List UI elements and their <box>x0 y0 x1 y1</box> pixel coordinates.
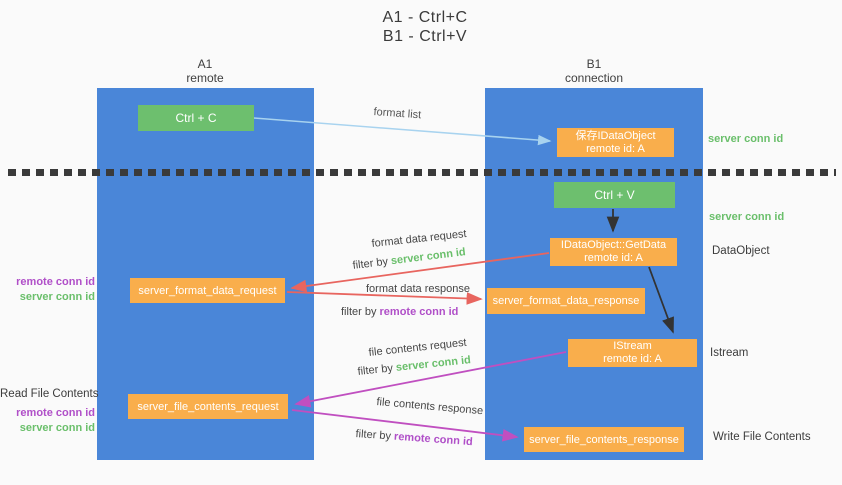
remote-conn-id-text: remote conn id <box>379 306 459 318</box>
save-idataobject-line1: 保存IDataObject <box>575 129 656 142</box>
istream-line2: remote id: A <box>603 353 662 365</box>
server-file-contents-request-box: server_file_contents_request <box>128 394 288 419</box>
format-data-request-filter-label: filter by server conn id <box>352 246 466 272</box>
remote-conn-id-annotation-top-left: remote conn id <box>16 276 95 288</box>
dataobject-annotation: DataObject <box>712 245 770 257</box>
istream-line1: IStream <box>613 340 652 352</box>
column-a1-subtitle: remote <box>186 71 224 85</box>
server-conn-id-text: server conn id <box>390 246 467 268</box>
column-b1-name: B1 <box>586 57 602 71</box>
format-list-label: format list <box>373 106 422 122</box>
idataobject-getdata-box: IDataObject::GetData remote id: A <box>550 238 677 266</box>
server-conn-id-annotation-top-left: server conn id <box>19 291 95 303</box>
server-conn-id-annotation-mid-right: server conn id <box>709 211 785 223</box>
getdata-line2: remote id: A <box>584 252 643 264</box>
ctrl-v-box: Ctrl + V <box>554 182 675 208</box>
filter-by-text: filter by <box>341 306 377 318</box>
remote-conn-id-annotation-bottom-left: remote conn id <box>16 407 95 419</box>
column-b1-subtitle: connection <box>564 71 624 85</box>
server-conn-id-annotation-bottom-left: server conn id <box>19 422 95 434</box>
read-file-contents-annotation: Read File Contents <box>0 388 99 400</box>
server-conn-id-annotation-top-right: server conn id <box>708 133 784 145</box>
istream-box: IStream remote id: A <box>568 339 697 367</box>
session-divider-dotted-line <box>8 169 836 176</box>
remote-conn-id-text: remote conn id <box>393 430 474 449</box>
column-a1-name: A1 <box>197 57 213 71</box>
server-format-data-request-label: server_format_data_request <box>138 284 277 297</box>
save-idataobject-box: 保存IDataObject remote id: A <box>557 128 674 157</box>
file-contents-response-label: file contents response <box>375 396 484 418</box>
ctrl-v-label: Ctrl + V <box>594 188 635 202</box>
format-data-response-label: format data response <box>366 283 470 295</box>
ctrl-c-label: Ctrl + C <box>175 111 217 125</box>
server-conn-id-text: server conn id <box>395 354 472 374</box>
server-file-contents-request-label: server_file_contents_request <box>137 400 279 413</box>
column-header-a1: A1 remote <box>145 57 265 85</box>
server-format-data-request-box: server_format_data_request <box>130 278 285 303</box>
server-format-data-response-label: server_format_data_response <box>492 295 640 307</box>
istream-annotation: Istream <box>710 347 749 359</box>
filter-by-text: filter by <box>357 362 394 378</box>
server-format-data-response-box: server_format_data_response <box>487 288 645 314</box>
title-line-2: B1 - Ctrl+V <box>382 28 468 45</box>
column-header-b1: B1 connection <box>534 57 654 85</box>
diagram-title: A1 - Ctrl+C B1 - Ctrl+V <box>300 8 550 46</box>
getdata-line1: IDataObject::GetData <box>560 239 667 251</box>
format-data-response-filter-label: filter by remote conn id <box>341 306 458 318</box>
file-contents-response-filter-label: filter by remote conn id <box>355 428 473 448</box>
filter-by-text: filter by <box>355 428 392 443</box>
save-idataobject-line2: remote id: A <box>586 142 645 155</box>
filter-by-text: filter by <box>352 255 389 272</box>
title-line-1: A1 - Ctrl+C <box>382 9 468 26</box>
ctrl-c-box: Ctrl + C <box>138 105 254 131</box>
server-file-contents-response-box: server_file_contents_response <box>524 427 684 452</box>
server-file-contents-response-label: server_file_contents_response <box>529 433 679 446</box>
write-file-contents-annotation: Write File Contents <box>713 431 811 443</box>
